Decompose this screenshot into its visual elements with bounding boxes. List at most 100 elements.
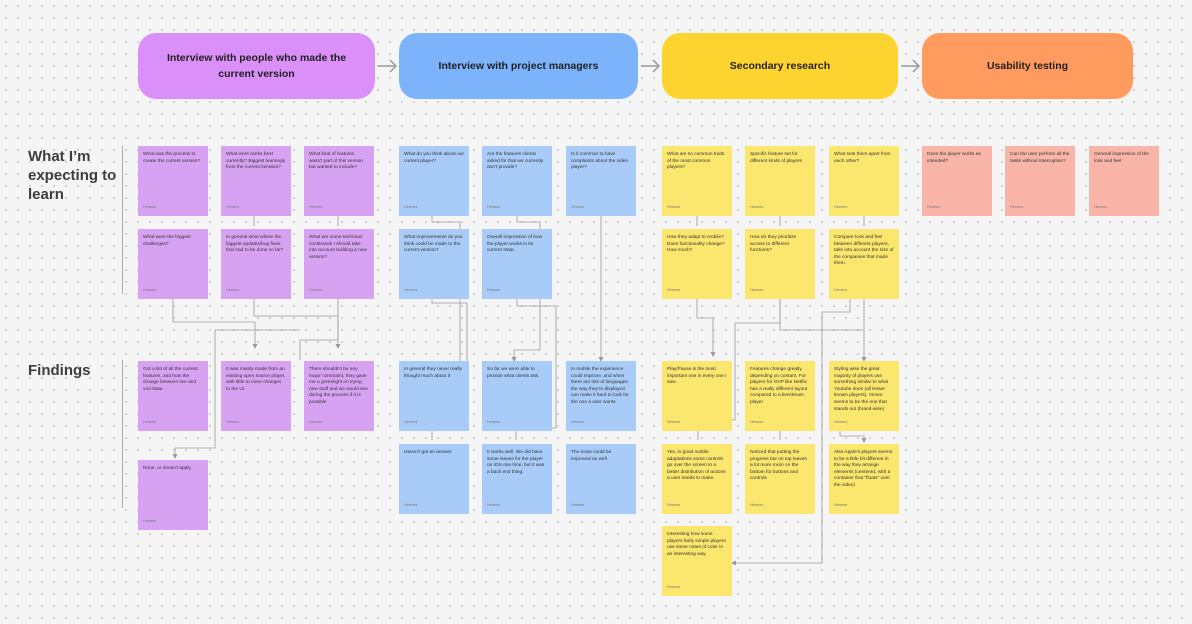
row-label-findings: Findings: [28, 362, 91, 379]
note-text: What are some technical constraints I sh…: [309, 235, 367, 260]
note-text: Overall impression of how the player wor…: [487, 235, 543, 254]
sticky-note[interactable]: What were the biggest challenges?Hermes: [138, 229, 208, 299]
note-author: Hermes: [750, 503, 764, 508]
note-author: Hermes: [667, 288, 681, 293]
sticky-note[interactable]: Noticed that putting the progress bar on…: [745, 444, 815, 514]
note-text: None, or doesn't apply: [143, 466, 191, 471]
note-author: Hermes: [1094, 205, 1108, 210]
sticky-note[interactable]: Features change greatly depending on con…: [745, 361, 815, 431]
note-author: Hermes: [1010, 205, 1024, 210]
note-author: Hermes: [834, 503, 848, 508]
sticky-note[interactable]: How they adapt to mobile? Does functiona…: [662, 229, 732, 299]
note-author: Hermes: [404, 503, 418, 508]
sticky-note[interactable]: What improvements do you think could be …: [399, 229, 469, 299]
note-author: Hermes: [404, 288, 418, 293]
sticky-note[interactable]: It works well. We did have some issues f…: [482, 444, 552, 514]
note-text: What kind of features wasn't part of thi…: [309, 152, 363, 171]
note-text: General impression of the look and feel: [1094, 152, 1149, 164]
sticky-note[interactable]: In general they never really thought muc…: [399, 361, 469, 431]
sticky-note[interactable]: Got a list of all the current features, …: [138, 361, 208, 431]
note-author: Hermes: [143, 288, 157, 293]
note-author: Hermes: [487, 205, 501, 210]
arrow-right-icon: [641, 59, 661, 73]
note-author: Hermes: [667, 503, 681, 508]
note-text: Haven't got an answer: [404, 450, 452, 455]
note-text: It works well. We did have some issues f…: [487, 450, 545, 475]
sticky-note[interactable]: Yes, in good mobile adaptations some con…: [662, 444, 732, 514]
sticky-note[interactable]: Does the player works as intended?Hermes: [922, 146, 992, 216]
phase-usability-testing: Usability testing: [922, 33, 1133, 99]
sticky-note[interactable]: Is it common to have complaints about th…: [566, 146, 636, 216]
sticky-note[interactable]: Interesting how some players fairly simp…: [662, 526, 732, 596]
note-text: What went works best currently? Biggest …: [226, 152, 286, 171]
note-text: Can the user perform all the tasks witho…: [1010, 152, 1070, 164]
sticky-note[interactable]: Overall impression of how the player wor…: [482, 229, 552, 299]
note-author: Hermes: [487, 420, 501, 425]
sticky-note[interactable]: So far we were able to provide what clie…: [482, 361, 552, 431]
note-author: Hermes: [487, 503, 501, 508]
note-text: Also Apple's players seems to be a littl…: [834, 450, 893, 488]
sticky-note[interactable]: What went works best currently? Biggest …: [221, 146, 291, 216]
note-author: Hermes: [750, 288, 764, 293]
note-text: Features change greatly depending on con…: [750, 367, 808, 405]
note-text: In general what where the biggest update…: [226, 235, 284, 254]
phase-interview-makers: Interview with people who made the curre…: [138, 33, 375, 99]
note-author: Hermes: [226, 205, 240, 210]
sticky-note[interactable]: Play/Pause is the most important one in …: [662, 361, 732, 431]
note-author: Hermes: [226, 420, 240, 425]
note-text: Are the features clients asked for that …: [487, 152, 544, 171]
note-author: Hermes: [834, 420, 848, 425]
note-text: Is it common to have complaints about th…: [571, 152, 629, 171]
note-author: Hermes: [834, 205, 848, 210]
sticky-note[interactable]: What sets them apart from each other? Her…: [829, 146, 899, 216]
row-bracket: [122, 146, 123, 294]
note-text: Styling wise the great majority of playe…: [834, 367, 889, 412]
note-text: Yes, in good mobile adaptations some con…: [667, 450, 726, 482]
note-author: Hermes: [750, 420, 764, 425]
note-text: What sets them apart from each other?: [834, 152, 891, 164]
note-text: It was mainly made from an existing open…: [226, 367, 286, 392]
sticky-note[interactable]: Styling wise the great majority of playe…: [829, 361, 899, 431]
sticky-note[interactable]: What kind of features wasn't part of thi…: [304, 146, 374, 216]
sticky-note[interactable]: It was mainly made from an existing open…: [221, 361, 291, 431]
note-author: Hermes: [404, 420, 418, 425]
sticky-note[interactable]: What was the process to create the curre…: [138, 146, 208, 216]
note-text: What improvements do you think could be …: [404, 235, 463, 254]
note-text: Interesting how some players fairly simp…: [667, 532, 726, 557]
sticky-note[interactable]: In mobile the experience could improve, …: [566, 361, 636, 431]
row-label-expecting: What I’m expecting to learn: [28, 148, 117, 203]
sticky-note[interactable]: What do you think about our current play…: [399, 146, 469, 216]
note-author: Hermes: [143, 420, 157, 425]
note-author: Hermes: [309, 205, 323, 210]
sticky-note[interactable]: Are the features clients asked for that …: [482, 146, 552, 216]
note-author: Hermes: [309, 288, 323, 293]
note-text: The icons could be improved as well: [571, 450, 612, 462]
sticky-note[interactable]: In general what where the biggest update…: [221, 229, 291, 299]
note-author: Hermes: [143, 205, 157, 210]
note-author: Hermes: [309, 420, 323, 425]
note-text: Specific feature set for different kinds…: [750, 152, 802, 164]
arrow-right-icon: [901, 59, 921, 73]
note-author: Hermes: [667, 585, 681, 590]
note-author: Hermes: [571, 503, 585, 508]
sticky-note[interactable]: What are some technical constraints I sh…: [304, 229, 374, 299]
note-text: There shouldn't be any major constraint,…: [309, 367, 368, 405]
phase-interview-managers: Interview with project managers: [399, 33, 638, 99]
sticky-note[interactable]: There shouldn't be any major constraint,…: [304, 361, 374, 431]
sticky-note[interactable]: Compare look and feel between different …: [829, 229, 899, 299]
note-author: Hermes: [571, 205, 585, 210]
sticky-note[interactable]: Specific feature set for different kinds…: [745, 146, 815, 216]
sticky-note[interactable]: Also Apple's players seems to be a littl…: [829, 444, 899, 514]
sticky-note[interactable]: Can the user perform all the tasks witho…: [1005, 146, 1075, 216]
note-text: What are so common traits of the most co…: [667, 152, 725, 171]
note-author: Hermes: [750, 205, 764, 210]
sticky-note[interactable]: What are so common traits of the most co…: [662, 146, 732, 216]
sticky-note[interactable]: How do they prioritize access to differe…: [745, 229, 815, 299]
note-author: Hermes: [404, 205, 418, 210]
note-author: Hermes: [487, 288, 501, 293]
